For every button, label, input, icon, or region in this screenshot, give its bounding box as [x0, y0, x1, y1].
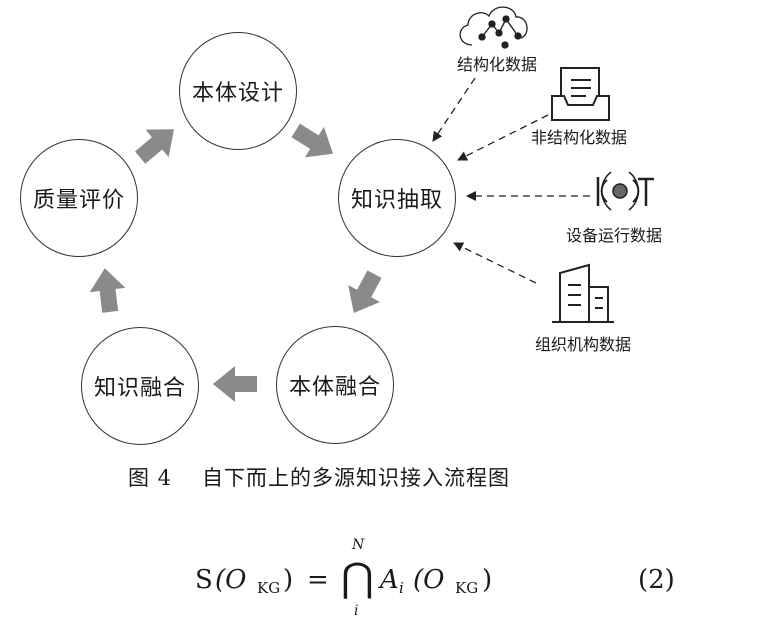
node-quality-evaluation-label: 质量评价	[32, 188, 125, 213]
node-ontology-fusion-label: 本体融合	[288, 375, 381, 400]
formula-lower-limit: i	[354, 603, 359, 619]
figure-caption-text: 自下而上的多源知识接入流程图	[202, 466, 511, 490]
flow-arrow-design-to-extraction	[291, 123, 334, 158]
node-knowledge-fusion: 知识融合	[81, 327, 199, 445]
formula-lhs-sub: KG	[257, 579, 281, 597]
source-label-device: 设备运行数据	[566, 226, 663, 245]
formula-equals: =	[307, 565, 329, 595]
node-quality-evaluation: 质量评价	[20, 139, 138, 257]
formula-lhs-close: )	[283, 565, 294, 595]
source-label-organization: 组织机构数据	[535, 335, 632, 354]
source-arrow-structured	[432, 77, 476, 142]
source-arrow-organization	[453, 242, 537, 284]
formula-rhs-sub: KG	[455, 579, 479, 597]
source-label-structured: 结构化数据	[457, 55, 538, 74]
node-ontology-design-label: 本体设计	[191, 81, 284, 106]
source-label-unstructured: 非结构化数据	[531, 128, 628, 147]
node-knowledge-extraction-label: 知识抽取	[350, 188, 443, 213]
iot-sensor-icon	[596, 171, 654, 211]
formula-lhs-s: S	[195, 565, 213, 595]
formula-lhs-arg: (O	[215, 565, 247, 595]
flow-arrow-extraction-to-ontology-fusion	[348, 270, 382, 313]
node-ontology-design: 本体设计	[179, 32, 297, 150]
cloud-network-icon	[459, 6, 528, 49]
figure-caption: 图 4 自下而上的多源知识接入流程图	[128, 462, 510, 492]
formula-intersection-operator: ⋂	[341, 555, 374, 601]
node-ontology-fusion: 本体融合	[276, 326, 394, 444]
flow-arrow-ontology-fusion-to-knowledge-fusion	[213, 366, 257, 402]
formula-rhs-a: A	[380, 565, 399, 595]
formula-number: (2)	[638, 565, 675, 595]
formula-rhs-sub-i: i	[399, 579, 404, 597]
formula: S (O KG ) = N ⋂ i A i (O KG ) (2)	[195, 535, 755, 625]
formula-rhs-close: )	[482, 565, 493, 595]
document-tray-icon	[551, 67, 610, 121]
formula-rhs-arg: (O	[413, 565, 445, 595]
office-building-icon	[552, 263, 614, 323]
flow-arrow-knowledge-fusion-to-quality	[89, 268, 126, 313]
node-knowledge-extraction: 知识抽取	[338, 139, 456, 257]
formula-upper-limit: N	[352, 537, 365, 553]
flow-arrow-quality-to-design	[135, 129, 174, 164]
figure-number: 图 4	[128, 466, 173, 490]
source-arrow-unstructured	[457, 114, 549, 161]
node-knowledge-fusion-label: 知识融合	[93, 376, 186, 401]
